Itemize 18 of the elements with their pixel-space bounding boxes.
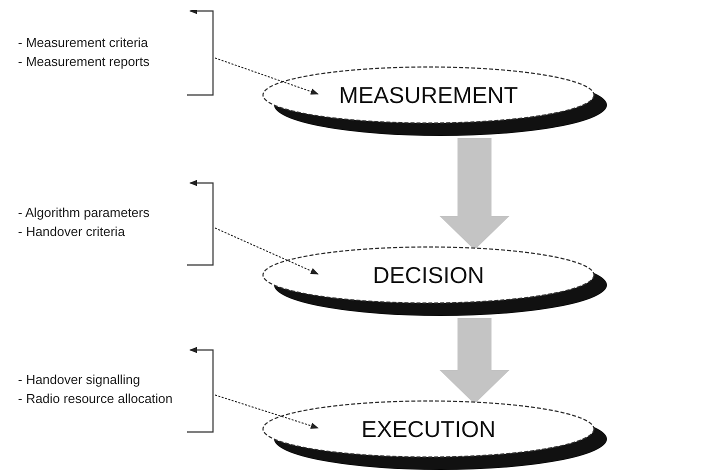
list-item: - Measurement reports <box>18 53 150 71</box>
text-block <box>18 10 215 96</box>
process-ellipse <box>262 400 607 470</box>
process-ellipse <box>262 66 607 136</box>
list-item: - Algorithm parameters <box>18 204 150 222</box>
list-item: - Handover criteria <box>18 223 126 241</box>
block-arrow <box>440 318 510 404</box>
block-arrow <box>440 138 510 250</box>
stage-label: DECISION <box>372 260 486 290</box>
process-ellipse <box>262 246 607 316</box>
leader-arrow <box>214 228 319 274</box>
leader-arrow <box>214 394 319 429</box>
leader-arrow <box>214 58 319 95</box>
list-item: - Handover signalling <box>18 371 142 389</box>
list-item: - Measurement criteria <box>18 34 150 52</box>
stage-label: MEASUREMENT <box>338 80 519 110</box>
stage-label: EXECUTION <box>360 414 497 444</box>
list-item: - Radio resource allocation <box>18 390 174 408</box>
